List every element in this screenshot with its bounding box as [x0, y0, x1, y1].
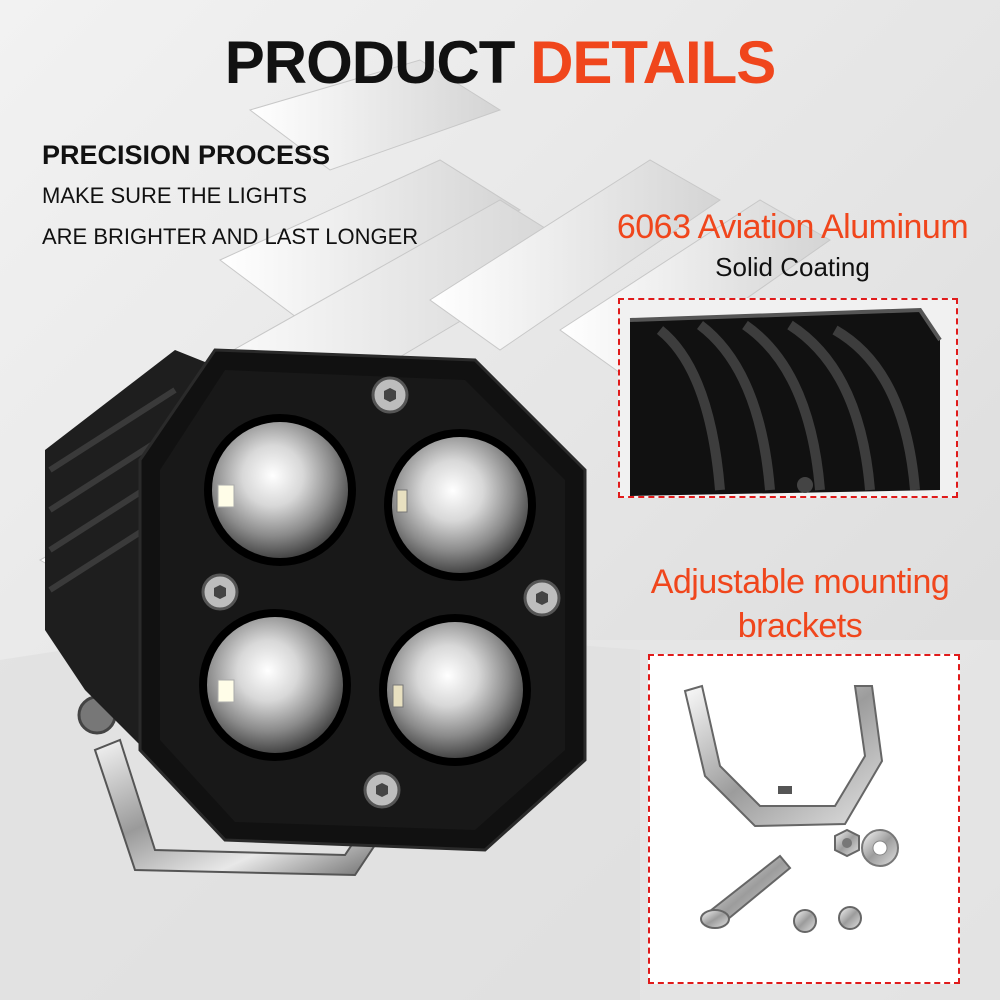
housing-fins-image	[620, 300, 956, 496]
bracket-title-line-2: brackets	[737, 607, 863, 645]
led-work-light-image	[45, 348, 587, 877]
bracket-title: Adjustable mounting brackets	[600, 560, 1000, 648]
bracket-parts-image	[683, 684, 899, 933]
material-title: 6063 Aviation Aluminum	[616, 208, 969, 246]
bracket-parts-frame	[648, 654, 960, 984]
precision-heading: PRECISION PROCESS	[42, 140, 331, 170]
title-part-dark: PRODUCT	[224, 29, 516, 96]
housing-closeup-frame	[618, 298, 958, 498]
page-title: PRODUCT DETAILS	[0, 28, 1000, 98]
precision-line-1: MAKE SURE THE LIGHTS	[42, 183, 307, 208]
title-part-accent: DETAILS	[530, 29, 776, 96]
precision-line-2: ARE BRIGHTER AND LAST LONGER	[42, 224, 419, 249]
material-subtitle: Solid Coating	[715, 252, 870, 282]
bracket-title-line-1: Adjustable mounting	[650, 563, 950, 601]
